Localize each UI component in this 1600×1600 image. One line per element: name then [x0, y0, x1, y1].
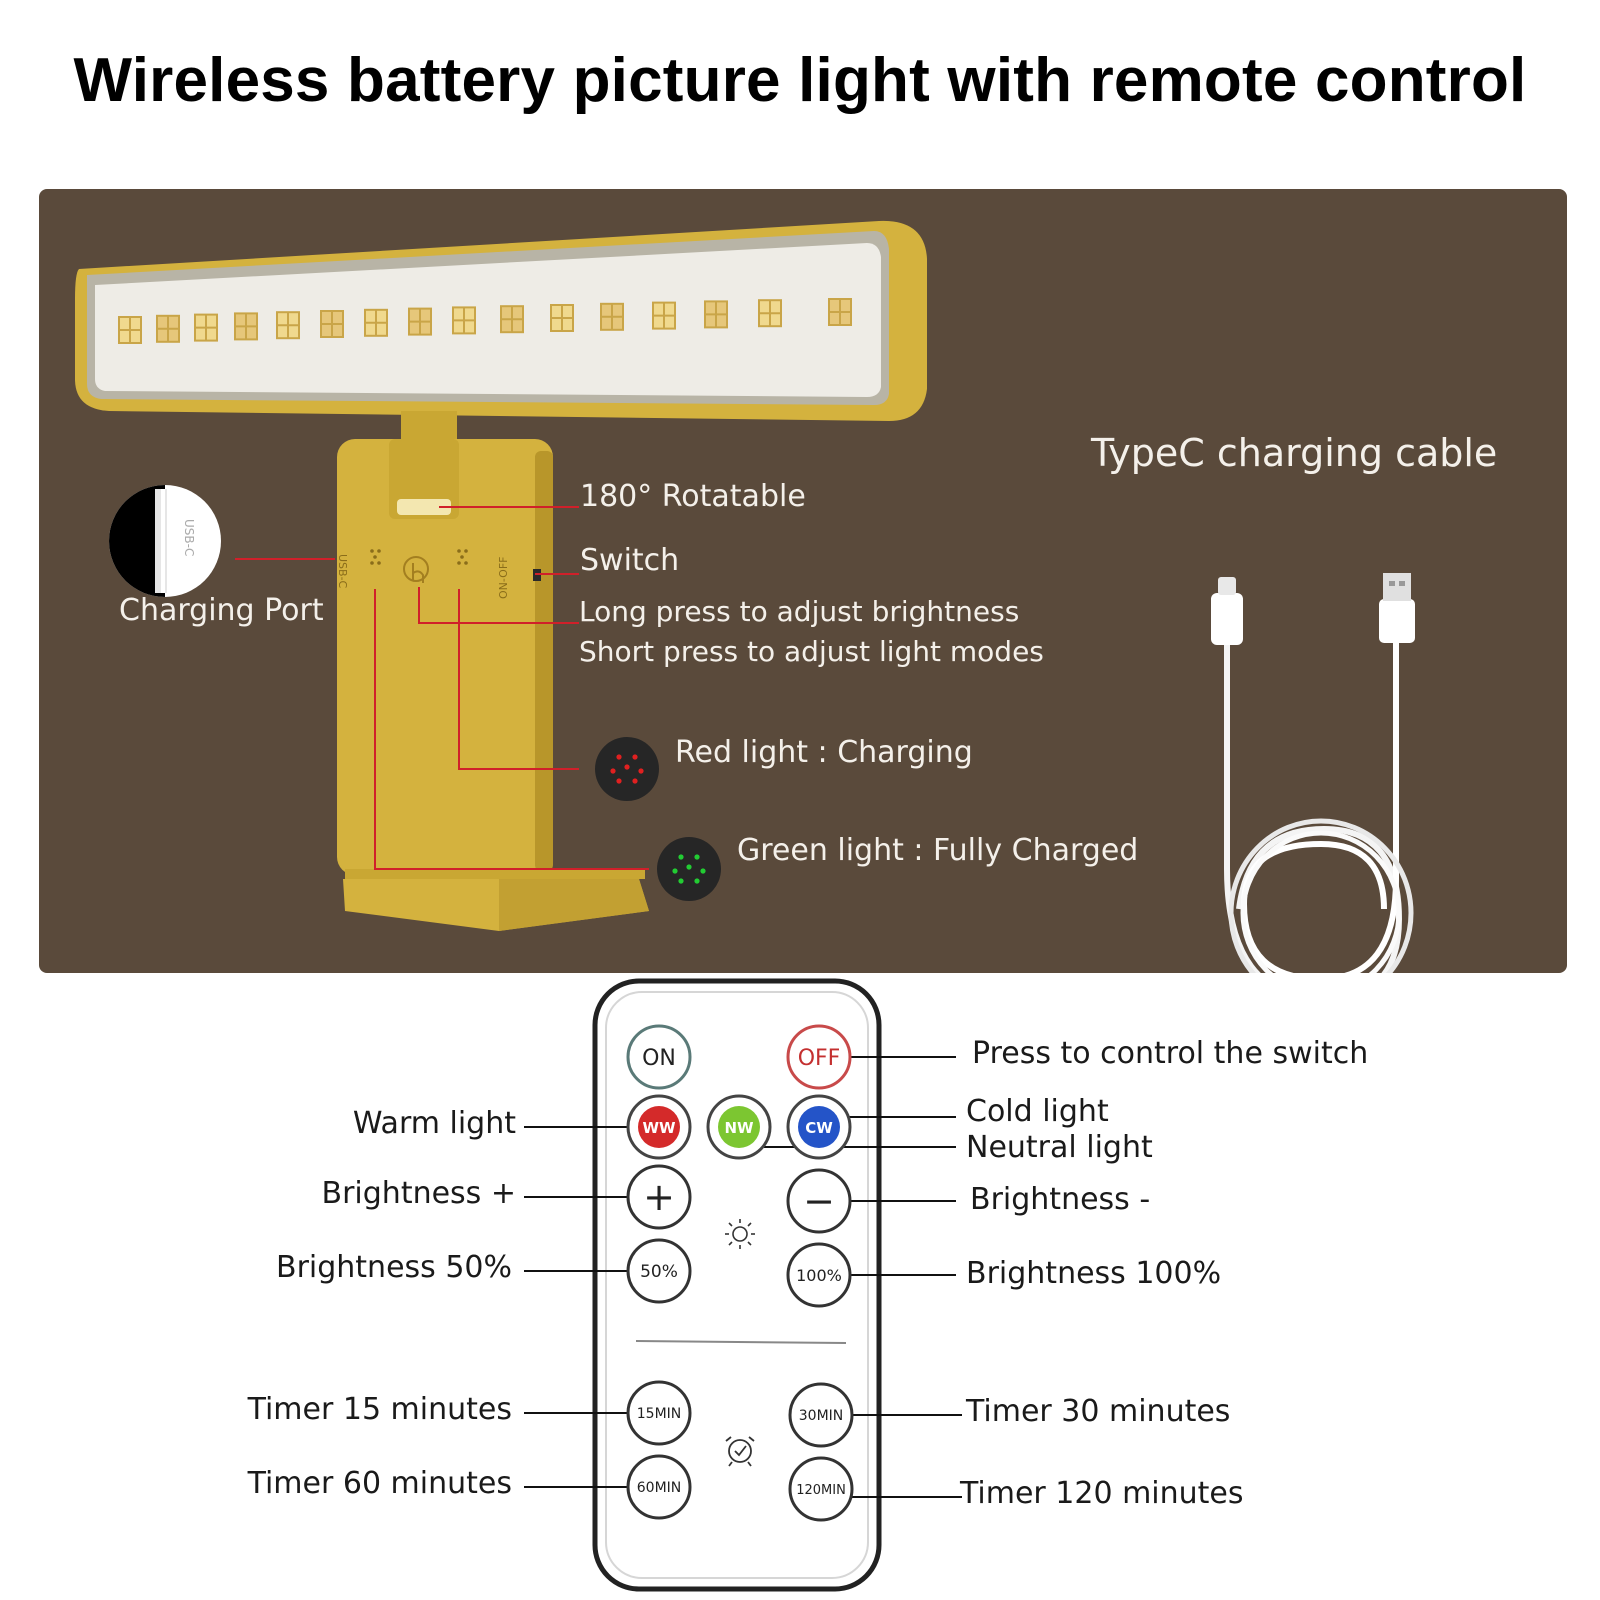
btn-minus-label: − — [803, 1179, 835, 1223]
brightness-100-label: Brightness 100% — [966, 1256, 1222, 1291]
btn-50-label: 50% — [640, 1262, 678, 1282]
btn-timer-30[interactable]: 30MIN — [788, 1382, 854, 1448]
btn-off[interactable]: OFF — [786, 1024, 852, 1090]
rotatable-label: 180° Rotatable — [580, 479, 806, 514]
btn-off-label: OFF — [798, 1046, 841, 1071]
btn-timer-60[interactable]: 60MIN — [626, 1454, 692, 1520]
cold-light-label: Cold light — [966, 1094, 1109, 1129]
btn-brightness-minus[interactable]: − — [786, 1168, 852, 1234]
remote-body — [592, 978, 882, 1592]
btn-on[interactable]: ON — [626, 1024, 692, 1090]
typec-cable-label: TypeC charging cable — [1091, 431, 1498, 475]
btn-plus-label: + — [643, 1175, 675, 1219]
red-indicator-icon — [595, 737, 659, 801]
btn-30-label: 30MIN — [799, 1408, 844, 1424]
charging-port-zoom: USB-C — [109, 485, 221, 597]
lamp-neck — [401, 411, 457, 441]
btn-timer-15[interactable]: 15MIN — [626, 1380, 692, 1446]
btn-on-label: ON — [642, 1046, 676, 1071]
indicator-holes — [370, 549, 468, 565]
neutral-light-label: Neutral light — [966, 1130, 1153, 1165]
leader-lines — [235, 506, 649, 870]
timer-120-label: Timer 120 minutes — [960, 1476, 1244, 1511]
btn-nw-label: NW — [724, 1119, 754, 1137]
brightness-minus-label: Brightness - — [970, 1182, 1151, 1217]
green-indicator-icon — [657, 837, 721, 901]
btn-neutral-white[interactable]: NW — [706, 1094, 772, 1160]
led-chips — [118, 298, 852, 344]
sun-icon — [725, 1219, 755, 1249]
switch-control-label: Press to control the switch — [972, 1036, 1369, 1071]
timer-60-label: Timer 60 minutes — [247, 1466, 512, 1501]
on-off-marking: ON-OFF — [497, 557, 510, 599]
touch-icon — [403, 556, 429, 583]
btn-brightness-plus[interactable]: + — [626, 1164, 692, 1230]
usb-c-marking: USB-C — [336, 554, 349, 589]
btn-cw-label: CW — [805, 1119, 833, 1137]
lamp-body — [337, 439, 649, 931]
brightness-plus-label: Brightness + — [321, 1176, 516, 1211]
charging-port-label: Charging Port — [119, 593, 324, 628]
remote-leader-lines — [524, 1056, 962, 1498]
timer-15-label: Timer 15 minutes — [247, 1392, 512, 1427]
switch-label: Switch — [580, 543, 680, 578]
lamp-light-bar — [75, 220, 927, 421]
product-panel: USB-C ON-OFF USB-C — [39, 189, 1567, 973]
green-light-label: Green light : Fully Charged — [737, 833, 1139, 868]
long-press-label: Long press to adjust brightness — [579, 595, 1020, 628]
timer-30-label: Timer 30 minutes — [966, 1394, 1231, 1429]
zoom-usb-c-marking: USB-C — [182, 519, 196, 556]
btn-100-label: 100% — [796, 1266, 842, 1285]
red-light-label: Red light : Charging — [675, 735, 973, 770]
btn-15-label: 15MIN — [637, 1406, 682, 1422]
alarm-clock-icon — [725, 1436, 755, 1467]
btn-timer-120[interactable]: 120MIN — [788, 1456, 854, 1522]
btn-60-label: 60MIN — [637, 1480, 682, 1496]
btn-ww-label: WW — [642, 1119, 676, 1137]
remote-divider — [635, 1340, 847, 1344]
short-press-label: Short press to adjust light modes — [579, 635, 1044, 668]
warm-light-label: Warm light — [352, 1106, 516, 1141]
btn-brightness-50[interactable]: 50% — [626, 1238, 692, 1304]
brightness-50-label: Brightness 50% — [275, 1250, 512, 1285]
btn-120-label: 120MIN — [796, 1483, 846, 1498]
typec-cable-illustration — [1211, 573, 1415, 973]
page-title: Wireless battery picture light with remo… — [73, 46, 1527, 115]
btn-cold-white[interactable]: CW — [786, 1094, 852, 1160]
lamp-illustration: USB-C ON-OFF USB-C — [75, 220, 1415, 973]
btn-brightness-100[interactable]: 100% — [786, 1242, 852, 1308]
btn-warm-white[interactable]: WW — [626, 1094, 692, 1160]
